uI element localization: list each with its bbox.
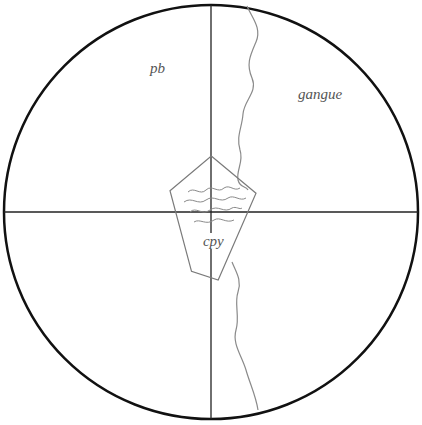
grain-boundary [232,262,258,410]
mineral-grain: cpy [170,156,256,280]
grain-boundary [238,6,258,190]
region-label: pb [148,60,167,77]
grain-outline [170,156,256,280]
texture-squiggle [194,219,234,222]
texture-squiggle [188,187,240,192]
region-label: gangue [296,86,344,103]
mineral-label: cpy [201,233,226,250]
view-circle [4,5,418,419]
crosshair [4,211,418,212]
texture-squiggle [184,197,246,202]
texture-squiggle [190,207,242,212]
grain-outline [170,156,256,280]
